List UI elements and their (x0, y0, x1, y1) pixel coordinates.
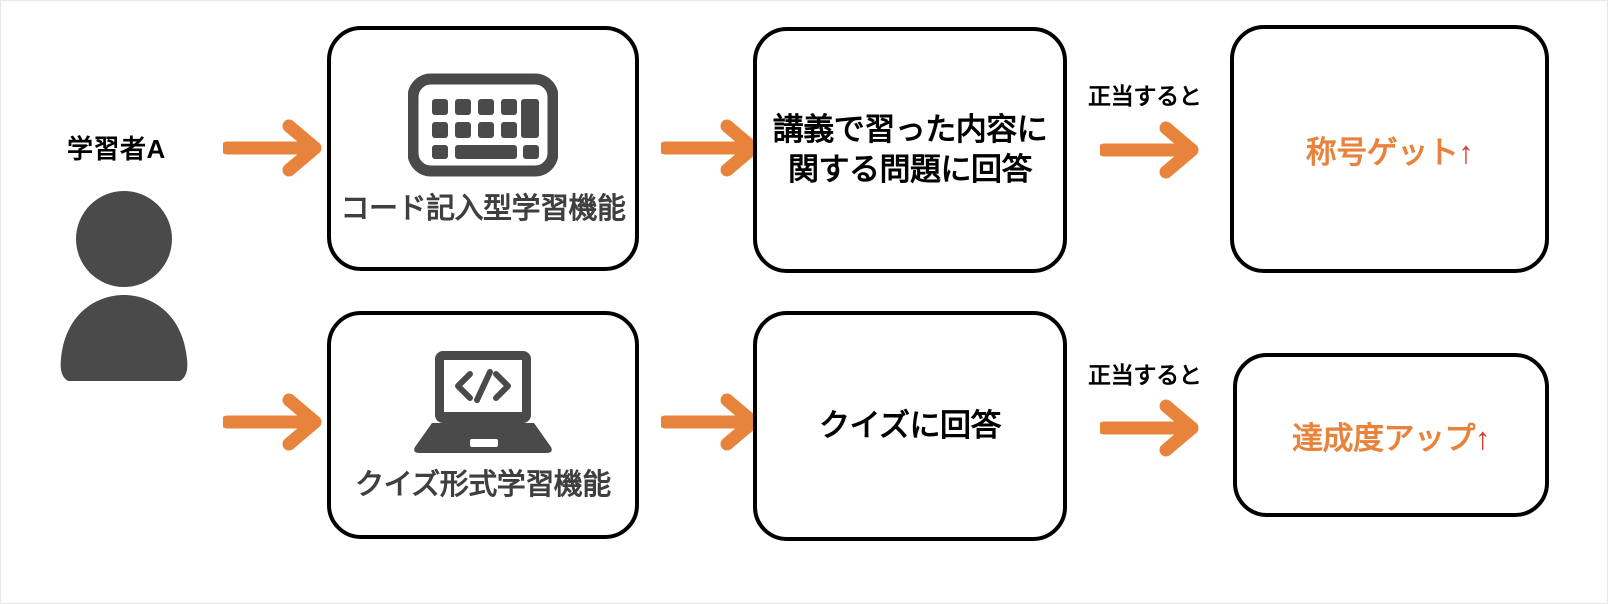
arrow-actor-to-feature-1 (220, 119, 327, 182)
step-text-1-line-2: 関する問題に回答 (788, 152, 1032, 187)
up-arrow-icon-2: ↑ (1475, 420, 1491, 456)
arrow-step-2-to-result-2 (1097, 399, 1204, 462)
feature-label-code-entry: コード記入型学習機能 (340, 192, 626, 225)
laptop-code-icon (408, 347, 558, 455)
arrow-actor-to-feature-2 (220, 393, 327, 456)
result-box-achievement-up[interactable]: 達成度アップ↑ (1233, 353, 1549, 517)
step-box-answer-quiz[interactable]: クイズに回答 (753, 311, 1067, 541)
result-text-2: 達成度アップ↑ (1292, 413, 1491, 458)
person-icon (51, 191, 201, 383)
up-arrow-icon-1: ↑ (1458, 134, 1474, 170)
step-text-1-line-1: 講義で習った内容に (772, 112, 1048, 148)
result-text-1: 称号ゲット↑ (1306, 127, 1474, 172)
keyboard-icon (407, 71, 559, 179)
arrow-feature-2-to-step-2 (658, 393, 765, 456)
feature-box-quiz-style[interactable]: クイズ形式学習機能 (327, 311, 639, 539)
feature-box-code-entry[interactable]: コード記入型学習機能 (327, 26, 639, 271)
edge-label-correct-answer-2: 正当すると (1088, 362, 1202, 388)
edge-label-correct-answer-1: 正当すると (1088, 83, 1202, 109)
step-text-1: 講義で習った内容に 関する問題に回答 (773, 110, 1048, 189)
step-box-answer-lecture-questions[interactable]: 講義で習った内容に 関する問題に回答 (753, 27, 1067, 273)
step-text-2: クイズに回答 (818, 406, 1002, 446)
result-label-2: 達成度アップ (1292, 420, 1476, 456)
step-text-2-line-1: クイズに回答 (818, 408, 1002, 444)
feature-label-quiz-style: クイズ形式学習機能 (355, 469, 611, 501)
result-box-title-get[interactable]: 称号ゲット↑ (1230, 25, 1549, 273)
arrow-step-1-to-result-1 (1097, 121, 1204, 184)
result-label-1: 称号ゲット (1305, 134, 1459, 170)
actor-label: 学習者A (67, 134, 166, 164)
arrow-feature-1-to-step-1 (658, 119, 765, 182)
